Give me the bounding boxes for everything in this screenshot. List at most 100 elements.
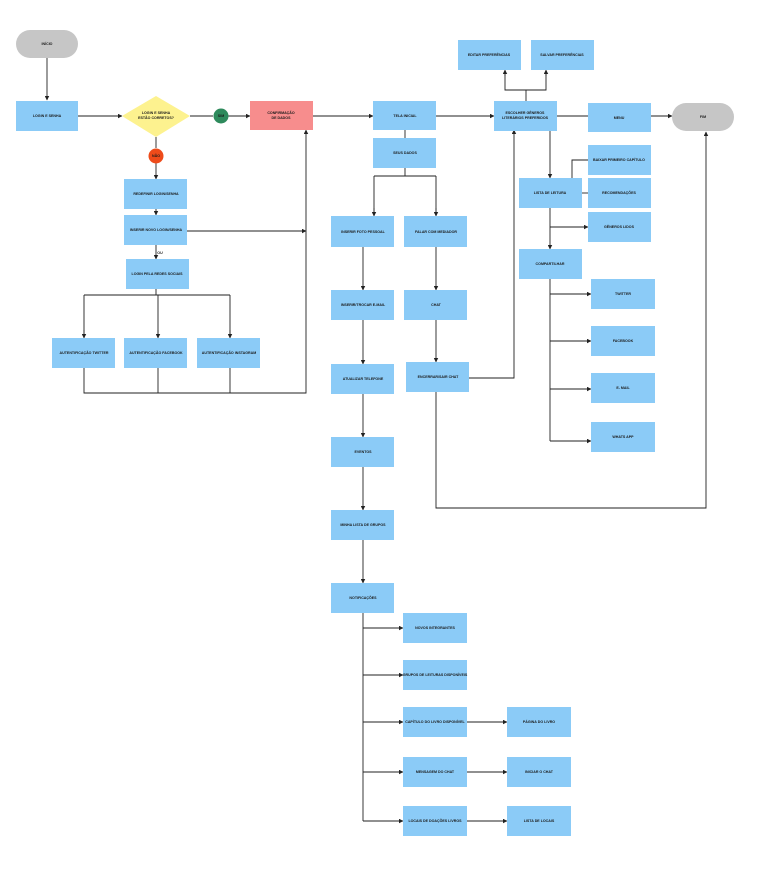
node-label: AUTENTIFICAÇÃO INSTAGRAM (202, 350, 256, 355)
connectors (44, 58, 709, 824)
start-node: INÍCIO (16, 30, 78, 58)
notificacoes-box: NOTIFICAÇÕES (331, 583, 394, 613)
node-label: AUTENTIFICAÇÃO FACEBOOK (129, 350, 183, 355)
grupos-leitura-box: GRUPOS DE LEITURAS DISPONÍVEIS (403, 660, 468, 690)
node-label: RECOMENDAÇÕES (602, 190, 636, 195)
generos-lidos-box: GÊNEROS LIDOS (588, 212, 651, 242)
edge-seusdados-branch (373, 168, 437, 216)
share-whatsapp-box: WHATS APP (591, 422, 655, 452)
salvar-pref-box: SALVAR PREFERÊNCIAS (531, 40, 594, 70)
editar-pref-box: EDITAR PREFERÊNCIAS (458, 40, 521, 70)
encerrar-chat-box: ENCERRAR/SAIR CHAT (406, 362, 469, 392)
node-label: ESCOLHER GÊNEROS (506, 110, 546, 115)
node-label: INSERIR FOTO PESSOAL (341, 230, 385, 234)
chat-box: CHAT (404, 290, 467, 320)
node-label: MINHA LISTA DE GRUPOS (340, 523, 386, 527)
node-label: EDITAR PREFERÊNCIAS (468, 52, 511, 57)
minha-lista-box: MINHA LISTA DE GRUPOS (331, 510, 394, 540)
node-label: NOVOS INTEGRANTES (415, 626, 455, 630)
node-label: GRUPOS DE LEITURAS DISPONÍVEIS (403, 672, 468, 677)
compartilhar-box: COMPARTILHAR (519, 249, 582, 279)
node-label: PÁGINA DO LIVRO (523, 719, 555, 724)
node-label: ATUALIZAR TELEFONE (343, 377, 384, 381)
end-node: FIM (672, 103, 734, 131)
node-label: TELA INICIAL (393, 114, 417, 118)
auth-facebook-box: AUTENTIFICAÇÃO FACEBOOK (124, 338, 187, 368)
node-label: NÃO (152, 153, 160, 158)
node-label: GÊNEROS LIDOS (604, 224, 635, 229)
ou-label: OU (157, 251, 163, 255)
iniciar-chat-box: INICIAR O CHAT (507, 757, 571, 787)
node-label: COMPARTILHAR (536, 262, 565, 266)
falar-mediador-box: FALAR COM MEDIADOR (404, 216, 467, 247)
node-label: SIM (218, 114, 224, 118)
node-label: LOGIN E SENHA (33, 114, 62, 118)
inserir-foto-box: INSERIR FOTO PESSOAL (331, 216, 394, 247)
inserir-novo-box: INSERIR NOVO LOGIN/SENHA (124, 215, 187, 245)
login-redes-box: LOGIN PELA REDES SOCIAIS (126, 259, 189, 289)
no-badge: NÃO (148, 148, 164, 164)
node-label: NOTIFICAÇÕES (349, 595, 377, 600)
node-label: WHATS APP (612, 435, 634, 439)
pagina-livro-box: PÁGINA DO LIVRO (507, 707, 571, 737)
node-label: MENSAGEM DO CHAT (416, 770, 455, 774)
edge-encerrar-fim (435, 131, 709, 509)
node-label: FALAR COM MEDIADOR (415, 230, 457, 234)
node-label: SALVAR PREFERÊNCIAS (540, 52, 584, 57)
menu-box: MENU (588, 103, 651, 132)
node-label: ESTÃO CORRETOS? (138, 115, 174, 120)
node-label: MENU (614, 116, 625, 120)
node-label: INSERIR/TROCAR E-MAIL (341, 303, 386, 307)
auth-instagram-box: AUTENTIFICAÇÃO INSTAGRAM (197, 338, 260, 368)
node-label: E- MAIL (616, 386, 630, 390)
node-label: EVENTOS (354, 450, 372, 454)
auth-twitter-box: AUTENTIFICAÇÃO TWITTER (52, 338, 115, 368)
nodes: INÍCIO FIM LOGIN E SENHA LOGIN E SENHA E… (16, 30, 734, 836)
edge-escolher-pref (504, 70, 547, 101)
lista-locais-box: LISTA DE LOCAIS (507, 806, 571, 836)
node-label: LITERÁRIOS PREFERIDOS (502, 115, 549, 120)
node-label: INÍCIO (42, 41, 53, 46)
node-label: LOGIN PELA REDES SOCIAIS (132, 272, 184, 276)
inserir-email-box: INSERIR/TROCAR E-MAIL (331, 290, 394, 320)
node-label: FIM (700, 115, 706, 119)
eventos-box: EVENTOS (331, 437, 394, 467)
node-label: REDEFINIR LOGIN/SENHA (133, 192, 179, 196)
edge-redes-branch (83, 289, 231, 338)
confirmacao-box: CONFIRMAÇÃO DE DADOS (250, 101, 313, 130)
seus-dados-box: SEUS DADOS (373, 138, 436, 168)
lista-leitura-box: LISTA DE LEITURA (519, 178, 582, 208)
baixar-capitulo-box: BAIXAR PRIMEIRO CAPÍTULO (588, 145, 651, 175)
node-label: INSERIR NOVO LOGIN/SENHA (130, 228, 183, 232)
node-label: BAIXAR PRIMEIRO CAPÍTULO (593, 157, 645, 162)
node-label: CHAT (431, 303, 442, 307)
node-label: LOGIN E SENHA (142, 111, 171, 115)
node-label: FACEBOOK (613, 339, 634, 343)
yes-badge: SIM (213, 108, 229, 124)
escolher-generos-box: ESCOLHER GÊNEROS LITERÁRIOS PREFERIDOS (494, 101, 557, 131)
locais-doacoes-box: LOCAIS DE DOAÇÕES LIVROS (403, 806, 467, 836)
node-label: ENCERRAR/SAIR CHAT (418, 375, 459, 379)
atualizar-telefone-box: ATUALIZAR TELEFONE (331, 364, 394, 394)
tela-inicial-box: TELA INICIAL (373, 101, 436, 130)
login-senha-box: LOGIN E SENHA (16, 101, 78, 131)
decision-login-correct: LOGIN E SENHA ESTÃO CORRETOS? (122, 96, 190, 137)
node-label: AUTENTIFICAÇÃO TWITTER (60, 350, 109, 355)
edge-encerrar-escolher (469, 129, 517, 379)
edge-auth-bus (83, 129, 309, 394)
redefinir-box: REDEFINIR LOGIN/SENHA (124, 179, 187, 209)
recomendacoes-box: RECOMENDAÇÕES (588, 178, 651, 208)
share-facebook-box: FACEBOOK (591, 326, 655, 356)
node-label: LISTA DE LEITURA (534, 191, 567, 195)
node-label: CONFIRMAÇÃO (267, 110, 295, 115)
node-label: DE DADOS (272, 116, 292, 120)
mensagem-chat-box: MENSAGEM DO CHAT (403, 757, 467, 787)
node-label: SEUS DADOS (393, 151, 417, 155)
novos-integrantes-box: NOVOS INTEGRANTES (403, 613, 467, 643)
node-label: TWITTER (615, 292, 631, 296)
node-label: LOCAIS DE DOAÇÕES LIVROS (408, 818, 462, 823)
share-twitter-box: TWITTER (591, 279, 655, 309)
capitulo-livro-box: CAPÍTULO DO LIVRO DISPONÍVEL (403, 707, 467, 737)
node-label: LISTA DE LOCAIS (524, 819, 555, 823)
